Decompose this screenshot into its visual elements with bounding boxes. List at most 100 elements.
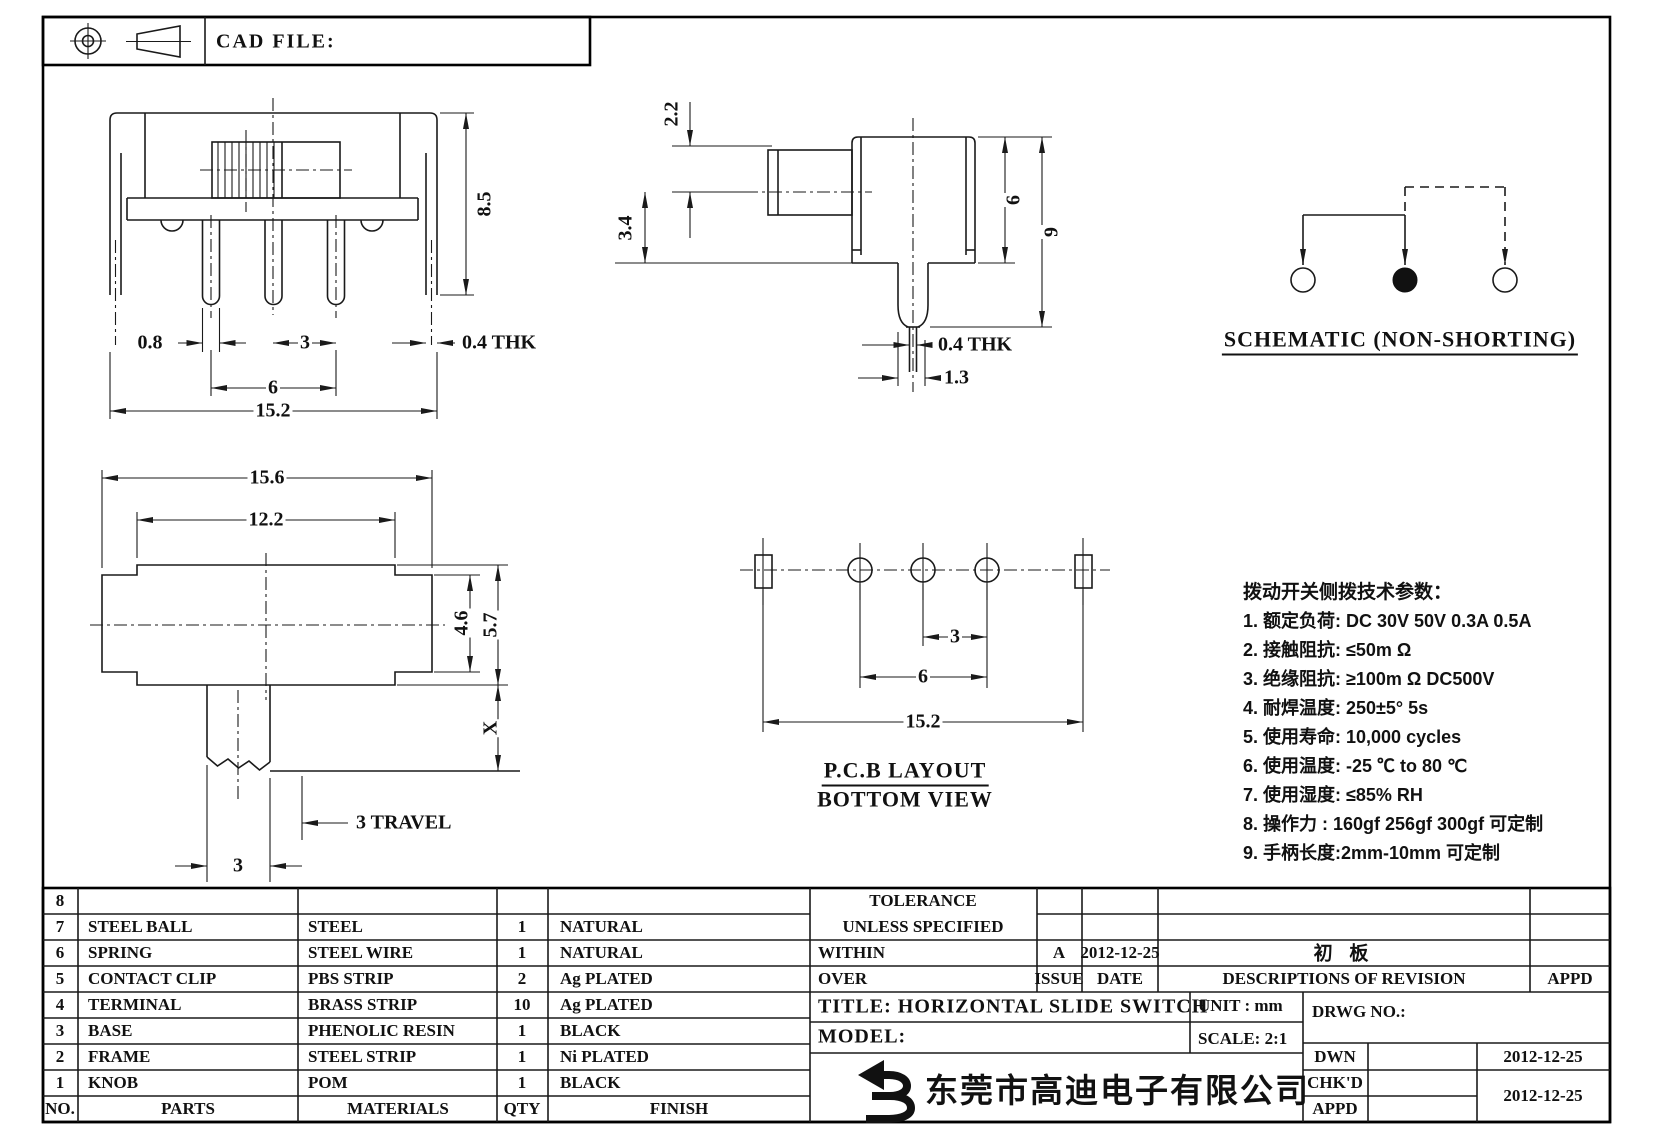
parts-row-no: 1: [55, 1073, 65, 1092]
sv-dim-thickness: 0.4 THK: [936, 333, 1015, 357]
revision-description: 初 板: [1313, 943, 1375, 965]
tolerance-line1: TOLERANCE: [869, 891, 977, 910]
parts-row-qty: 1: [517, 917, 527, 936]
sv-dim-center-to-seat: 3.4: [614, 213, 638, 243]
parts-row-name: TERMINAL: [88, 995, 182, 1014]
parts-row-qty: 1: [517, 1073, 527, 1092]
revision-date: 2012-12-25: [1080, 943, 1160, 962]
parts-row-material: POM: [308, 1073, 348, 1092]
model-label: MODEL:: [818, 1025, 907, 1048]
parts-row-finish: BLACK: [560, 1021, 621, 1040]
parts-row-name: STEEL BALL: [88, 917, 193, 936]
parts-header-materials: MATERIALS: [347, 1099, 449, 1118]
parts-header-finish: FINISH: [649, 1099, 709, 1118]
parts-row-name: CONTACT CLIP: [88, 969, 217, 988]
parts-header-parts: PARTS: [161, 1099, 215, 1118]
scale-label: SCALE: 2:1: [1198, 1029, 1288, 1048]
parts-row-name: KNOB: [88, 1073, 139, 1092]
tech-spec-item: 1. 额定负荷: DC 30V 50V 0.3A 0.5A: [1243, 611, 1532, 631]
tech-spec-item: 6. 使用温度: -25 ℃ to 80 ℃: [1243, 756, 1468, 776]
tolerance-line2: UNLESS SPECIFIED: [842, 917, 1004, 936]
pcb-bottom-view-label: BOTTOM VIEW: [817, 786, 993, 812]
parts-row-qty: 10: [513, 995, 531, 1014]
parts-row-qty: 1: [517, 943, 527, 962]
parts-row-finish: Ni PLATED: [560, 1047, 649, 1066]
tv-dim-knob-width: 3: [231, 854, 245, 878]
tv-dim-body-depth: 4.6: [450, 608, 474, 638]
fv-dim-pin-width: 0.8: [135, 331, 165, 355]
parts-header-no: NO.: [45, 1099, 75, 1118]
parts-row-qty: 1: [517, 1047, 527, 1066]
parts-row-finish: Ag PLATED: [560, 969, 653, 988]
dwn-label: DWN: [1314, 1047, 1356, 1066]
appd-column-header: APPD: [1547, 969, 1593, 988]
drwg-no-label: DRWG NO.:: [1312, 1002, 1406, 1021]
date-label: DATE: [1097, 969, 1143, 988]
parts-row-finish: Ag PLATED: [560, 995, 653, 1014]
drawing-title: TITLE: HORIZONTAL SLIDE SWITCH: [818, 995, 1209, 1018]
company-name: 东莞市高迪电子有限公司: [925, 1072, 1310, 1109]
tech-spec-item: 3. 绝缘阻抗: ≥100m Ω DC500V: [1243, 669, 1495, 689]
pcb-layout-title: P.C.B LAYOUT: [821, 758, 989, 787]
chkd-appd-date: 2012-12-25: [1503, 1086, 1583, 1105]
parts-row-name: SPRING: [88, 943, 153, 962]
fv-dim-thickness: 0.4 THK: [460, 331, 539, 355]
parts-row-no: 7: [55, 917, 65, 936]
tech-spec-item: 4. 耐焊温度: 250±5° 5s: [1243, 698, 1429, 718]
tech-spec-item: 5. 使用寿命: 10,000 cycles: [1243, 727, 1462, 747]
parts-row-no: 4: [55, 995, 65, 1014]
tolerance-within: WITHIN: [818, 943, 886, 962]
parts-row-material: BRASS STRIP: [308, 995, 418, 1014]
parts-row-name: FRAME: [88, 1047, 151, 1066]
tech-spec-item: 2. 接触阻抗: ≤50m Ω: [1243, 640, 1412, 660]
revision-header: DESCRIPTIONS OF REVISION: [1222, 969, 1466, 988]
parts-header-qty: QTY: [503, 1099, 541, 1118]
parts-row-qty: 1: [517, 1021, 527, 1040]
parts-row-finish: BLACK: [560, 1073, 621, 1092]
parts-row-name: BASE: [88, 1021, 133, 1040]
parts-row-no: 5: [55, 969, 65, 988]
parts-row-finish: NATURAL: [560, 917, 643, 936]
parts-row-material: STEEL: [308, 917, 363, 936]
tv-dim-body-width: 12.2: [246, 508, 286, 532]
tech-spec-item: 7. 使用湿度: ≤85% RH: [1243, 785, 1423, 805]
tech-spec-item: 8. 操作力 : 160gf 256gf 300gf 可定制: [1243, 814, 1544, 834]
unit-label: UNIT : mm: [1198, 996, 1283, 1015]
table-grid: [41, 886, 1612, 1124]
company-logo-icon: [858, 1060, 916, 1123]
pcb-dim-span: 6: [916, 665, 930, 689]
schematic-label: SCHEMATIC (NON-SHORTING): [1221, 327, 1579, 356]
sv-dim-pin-offset: 1.3: [942, 366, 971, 390]
fv-dim-span: 6: [266, 376, 280, 400]
fv-dim-height: 8.5: [473, 189, 497, 219]
tech-specs-list: 拨动开关侧拨技术参数： 1. 额定负荷: DC 30V 50V 0.3A 0.5…: [1243, 578, 1643, 868]
tv-dim-total-width: 15.6: [247, 466, 287, 490]
tech-spec-item: 9. 手柄长度:2mm-10mm 可定制: [1243, 843, 1501, 863]
parts-row-material: STEEL WIRE: [308, 943, 414, 962]
parts-row-no: 6: [55, 943, 65, 962]
tolerance-over: OVER: [818, 969, 868, 988]
parts-row-no: 3: [55, 1021, 65, 1040]
tv-dim-travel: 3 TRAVEL: [354, 811, 454, 835]
dwn-date: 2012-12-25: [1503, 1047, 1583, 1066]
tv-dim-x: X: [479, 718, 503, 738]
parts-row-material: STEEL STRIP: [308, 1047, 417, 1066]
pcb-dim-total: 15.2: [903, 710, 943, 734]
fv-dim-pitch: 3: [298, 331, 312, 355]
pcb-dim-pitch: 3: [948, 625, 962, 649]
issue-value: A: [1052, 943, 1066, 962]
issue-label: ISSUE: [1034, 969, 1084, 988]
pcb-layout-linework: [740, 538, 1110, 732]
parts-row-finish: NATURAL: [560, 943, 643, 962]
sv-dim-body-height: 6: [1002, 193, 1026, 207]
appd-label: APPD: [1312, 1099, 1358, 1118]
parts-row-material: PHENOLIC RESIN: [308, 1021, 455, 1040]
parts-row-no: 8: [55, 891, 65, 910]
projection-cone-icon: [126, 25, 191, 58]
side-view-linework: [615, 102, 1052, 392]
chkd-label: CHK'D: [1307, 1073, 1363, 1092]
sv-dim-total-height: 9: [1040, 225, 1064, 239]
fv-dim-total-width: 15.2: [253, 399, 293, 423]
